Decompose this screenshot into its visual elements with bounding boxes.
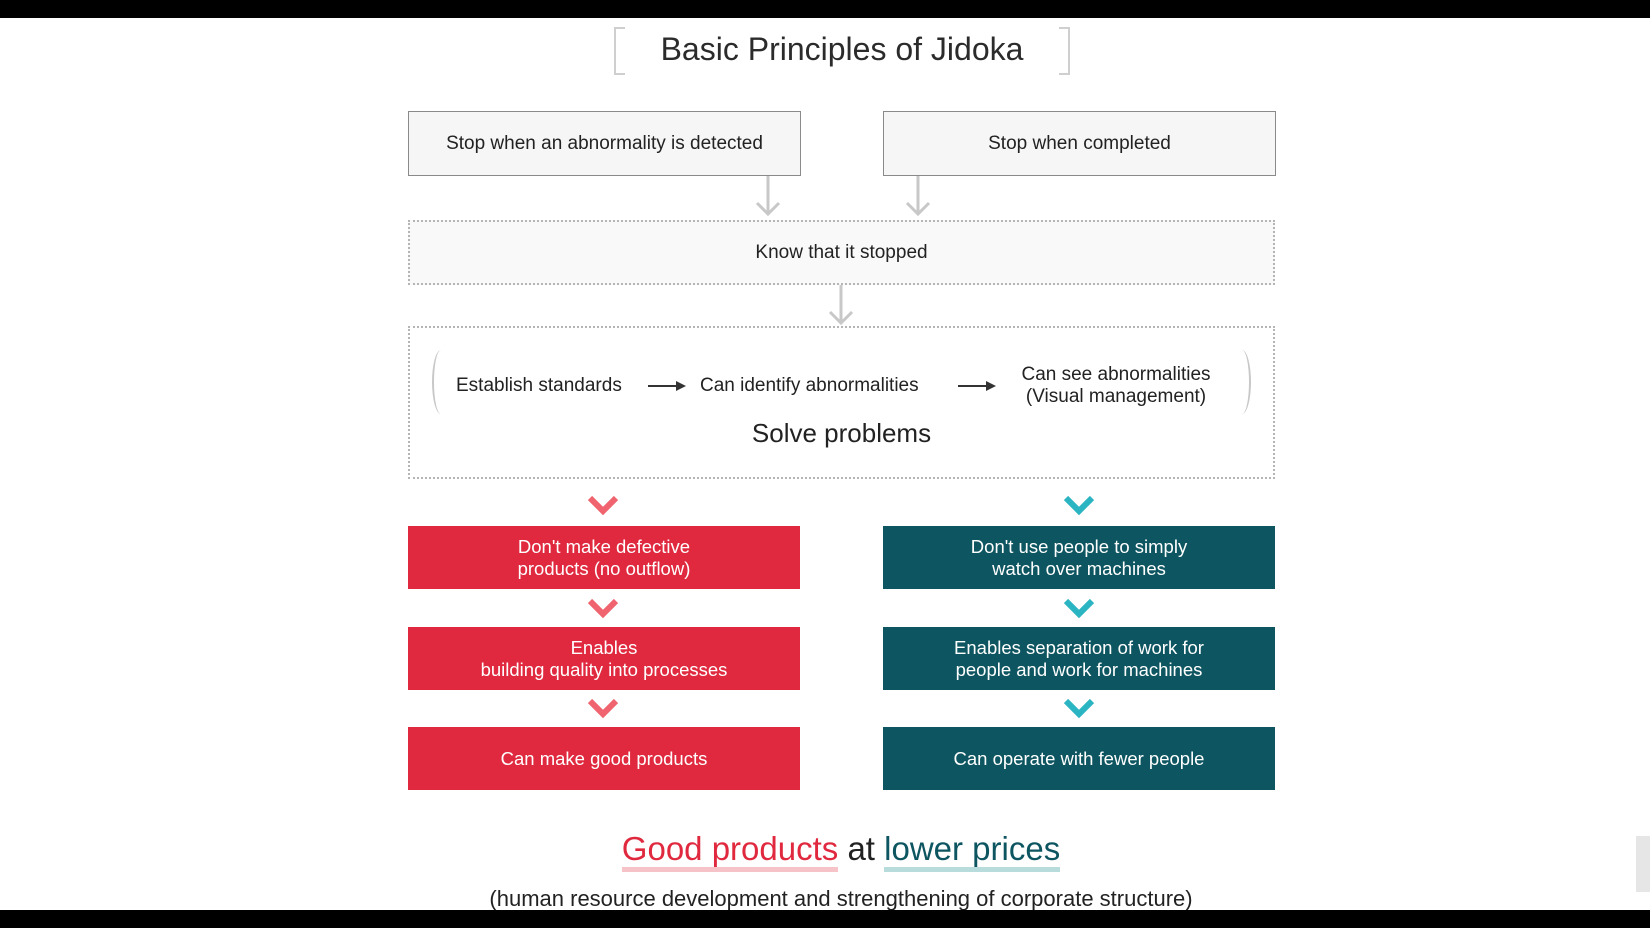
footnote: (human resource development and strength… <box>489 886 1193 910</box>
headline-lower-prices: lower prices <box>884 830 1061 872</box>
top-left-label: Stop when an abnormality is detected <box>446 132 763 154</box>
right-arrow-icon <box>648 381 686 391</box>
diagram-title: Basic Principles of Jidoka <box>660 31 1024 67</box>
bottom-letterbox-bar <box>0 910 1650 928</box>
left-box-good-products: Can make good products <box>408 727 800 790</box>
left-box-build-quality-line1: Enables <box>570 636 638 658</box>
left-parenthesis <box>432 350 450 414</box>
chevron-down-icon <box>1063 598 1095 619</box>
diagram-title-frame: Basic Principles of Jidoka <box>614 27 1070 75</box>
headline-at: at <box>847 830 875 867</box>
chevron-down-icon <box>587 598 619 619</box>
step-establish-standards: Establish standards <box>456 375 622 396</box>
solve-problems-label: Solve problems <box>751 418 932 448</box>
title-left-bracket <box>614 27 625 75</box>
top-left-box: Stop when an abnormality is detected <box>408 111 801 176</box>
down-arrow-connector <box>755 176 781 217</box>
left-box-no-defects-line2: products (no outflow) <box>517 557 691 579</box>
right-box-separation-line1: Enables separation of work for <box>954 636 1204 658</box>
chevron-down-icon <box>587 698 619 719</box>
right-box-fewer-people: Can operate with fewer people <box>883 727 1275 790</box>
right-box-separation-line2: people and work for machines <box>955 658 1203 680</box>
right-box-separation: Enables separation of work for people an… <box>883 627 1275 690</box>
top-letterbox-bar <box>0 0 1650 18</box>
left-box-build-quality: Enables building quality into processes <box>408 627 800 690</box>
title-right-bracket <box>1059 27 1070 75</box>
know-stopped-label: Know that it stopped <box>755 241 928 263</box>
headline-good-products: Good products <box>621 830 839 872</box>
left-box-good-products-label: Can make good products <box>500 747 708 769</box>
step-see-abnormalities-line2: (Visual management) <box>1025 386 1207 407</box>
headline: Good products at lower prices <box>0 830 1650 872</box>
right-box-no-watching-line1: Don't use people to simply <box>970 535 1188 557</box>
solve-problems-box: Establish standards Can identify abnorma… <box>408 326 1275 479</box>
step-see-abnormalities-line1: Can see abnormalities <box>1021 364 1211 385</box>
know-stopped-box: Know that it stopped <box>408 220 1275 285</box>
scrollbar-thumb[interactable] <box>1636 836 1650 892</box>
left-box-no-defects: Don't make defective products (no outflo… <box>408 526 800 589</box>
chevron-down-icon <box>1063 698 1095 719</box>
left-box-no-defects-line1: Don't make defective <box>517 535 691 557</box>
left-box-build-quality-line2: building quality into processes <box>480 658 728 680</box>
down-arrow-connector <box>905 176 931 217</box>
right-box-fewer-people-label: Can operate with fewer people <box>953 747 1205 769</box>
chevron-down-icon <box>587 495 619 516</box>
down-arrow-connector <box>828 285 854 326</box>
step-see-abnormalities: Can see abnormalities (Visual management… <box>1006 364 1226 408</box>
right-parenthesis <box>1233 350 1251 414</box>
top-right-label: Stop when completed <box>988 132 1171 154</box>
chevron-down-icon <box>1063 495 1095 516</box>
step-identify-abnormalities: Can identify abnormalities <box>700 375 919 396</box>
top-right-box: Stop when completed <box>883 111 1276 176</box>
right-box-no-watching-line2: watch over machines <box>992 557 1166 579</box>
right-arrow-icon <box>958 381 996 391</box>
right-box-no-watching: Don't use people to simply watch over ma… <box>883 526 1275 589</box>
